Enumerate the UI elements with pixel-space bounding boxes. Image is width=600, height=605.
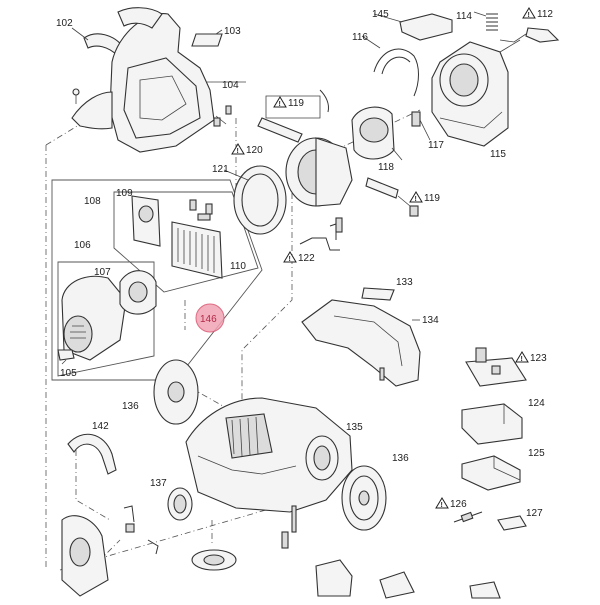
label-107: 107 [94, 267, 111, 278]
part-108-filter-frame [131, 195, 161, 247]
label-116: 116 [352, 32, 368, 43]
part-119-brush-lower [365, 177, 419, 217]
label-115: 115 [490, 149, 506, 160]
label-133: 133 [396, 277, 413, 288]
part-118-bearing-housing [351, 106, 403, 161]
part-121-fan-ring [223, 165, 287, 235]
warning-icon-123: ! [515, 351, 529, 363]
part-115-motor-cover [431, 39, 521, 147]
part-109-screws [189, 199, 213, 221]
label-122: 122 [298, 253, 315, 264]
part-125-tray [461, 455, 521, 491]
warning-icon-112: ! [522, 7, 536, 19]
label-108: 108 [84, 196, 101, 207]
svg-text:!: ! [528, 12, 530, 19]
warning-icon-122: ! [283, 251, 297, 263]
label-103: 103 [224, 26, 241, 37]
part-105-latch [57, 349, 75, 365]
part-134-top-panel [301, 299, 421, 387]
label-118: 118 [378, 162, 394, 173]
label-105: 105 [60, 368, 77, 379]
part-133-label [361, 287, 395, 301]
part-120-motor [285, 137, 353, 207]
svg-text:!: ! [441, 502, 443, 509]
part-136-wheel-left [153, 359, 199, 425]
part-107-motor-guard [119, 270, 157, 315]
bottom-parts [61, 505, 501, 599]
label-114: 114 [456, 11, 472, 22]
label-120: 120 [246, 145, 263, 156]
label-104: 104 [222, 80, 239, 91]
part-137-ring [167, 487, 193, 521]
label-121: 121 [212, 164, 229, 175]
highlight-label: 146 [200, 314, 217, 325]
part-142-handle [67, 433, 117, 475]
svg-text:!: ! [289, 256, 291, 263]
part-126-fuse [453, 511, 483, 523]
part-labels: 102 103 104 145 114 112 116 119 118 117 … [56, 9, 553, 519]
label-145: 145 [372, 9, 389, 20]
part-106-rear-cover [61, 275, 127, 361]
label-127: 127 [526, 508, 543, 519]
label-136b: 136 [392, 453, 409, 464]
part-123-pcb [465, 347, 527, 387]
label-137: 137 [150, 478, 167, 489]
part-112-bracket [499, 27, 560, 43]
part-122-wires [299, 217, 343, 251]
label-119a: 119 [288, 98, 304, 109]
label-126: 126 [450, 499, 467, 510]
label-125: 125 [528, 448, 545, 459]
svg-text:!: ! [279, 101, 281, 108]
svg-text:!: ! [521, 356, 523, 363]
part-145-clip [373, 13, 453, 41]
part-127-clip [497, 515, 527, 531]
svg-text:!: ! [415, 196, 417, 203]
warning-icon-120: ! [231, 143, 245, 155]
warning-icon-119b: ! [409, 191, 423, 203]
label-106: 106 [74, 240, 91, 251]
part-116-gasket-ring [361, 35, 419, 97]
label-119b: 119 [424, 193, 440, 204]
part-110-hepa-filter [171, 221, 223, 279]
part-135-main-body [185, 397, 353, 533]
label-136a: 136 [122, 401, 139, 412]
label-134: 134 [422, 315, 439, 326]
part-119-brush-upper [257, 89, 329, 143]
label-135: 135 [346, 422, 363, 433]
label-102: 102 [56, 18, 73, 29]
part-136-wheel-right [341, 465, 387, 531]
part-104-housing [71, 7, 246, 153]
label-109: 109 [116, 188, 133, 199]
label-110: 110 [230, 261, 246, 272]
part-124-box [461, 403, 523, 445]
label-123: 123 [530, 353, 547, 364]
label-124: 124 [528, 398, 545, 409]
warning-icon-119a: ! [273, 96, 287, 108]
warning-icon-126: ! [435, 497, 449, 509]
part-114-spring [473, 11, 498, 31]
highlight-marker-146: 146 [195, 303, 225, 333]
part-103-label [191, 29, 223, 47]
label-112: 112 [537, 9, 553, 20]
part-117-screw [411, 111, 431, 141]
label-117: 117 [428, 140, 444, 151]
svg-text:!: ! [237, 148, 239, 155]
label-142: 142 [92, 421, 109, 432]
